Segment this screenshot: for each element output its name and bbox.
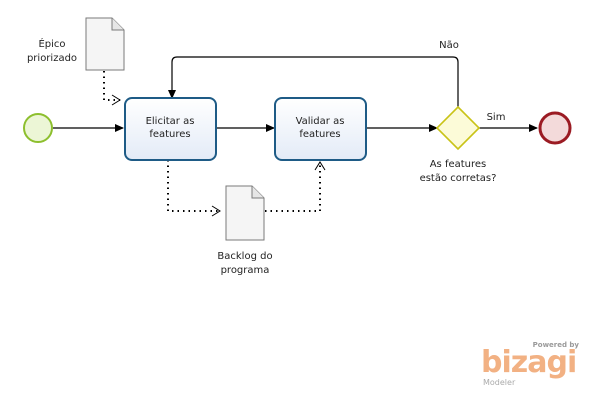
task-validar-label-line2: features — [299, 129, 340, 140]
flow-nao-label: Não — [439, 40, 459, 51]
watermark-brand-logo: bizagi — [481, 345, 577, 380]
watermark-product: Modeler — [483, 378, 516, 387]
task-elicitar[interactable]: Elicitar as features — [124, 97, 217, 161]
task-validar[interactable]: Validar as features — [274, 97, 367, 161]
association-elicitar-to-backlog — [167, 160, 221, 217]
task-elicitar-label-line2: features — [149, 129, 190, 140]
end-event[interactable] — [538, 111, 572, 145]
association-epico-to-elicitar — [103, 71, 121, 106]
document-backlog-programa[interactable] — [225, 185, 265, 241]
bizagi-watermark: Powered by bizagi Modeler — [481, 341, 581, 393]
document-backlog-label-line2: programa — [221, 265, 270, 276]
document-epico-priorizado[interactable] — [85, 17, 125, 71]
start-event[interactable] — [23, 113, 53, 143]
watermark-powered-by: Powered by — [532, 341, 579, 349]
document-epico-label-line1: Épico — [38, 37, 65, 50]
gateway-label-line2: estão corretas? — [420, 173, 497, 184]
task-elicitar-label-line1: Elicitar as — [146, 116, 195, 127]
gateway-label-line1: As features — [430, 159, 487, 170]
flow-sim-label: Sim — [487, 112, 506, 123]
task-validar-label-line1: Validar as — [296, 116, 345, 127]
association-backlog-to-validar — [265, 161, 326, 212]
document-epico-label-line2: priorizado — [27, 53, 77, 64]
exclusive-gateway[interactable] — [435, 105, 481, 151]
flow-nao-loop — [168, 56, 459, 107]
document-backlog-label-line1: Backlog do — [217, 251, 272, 262]
